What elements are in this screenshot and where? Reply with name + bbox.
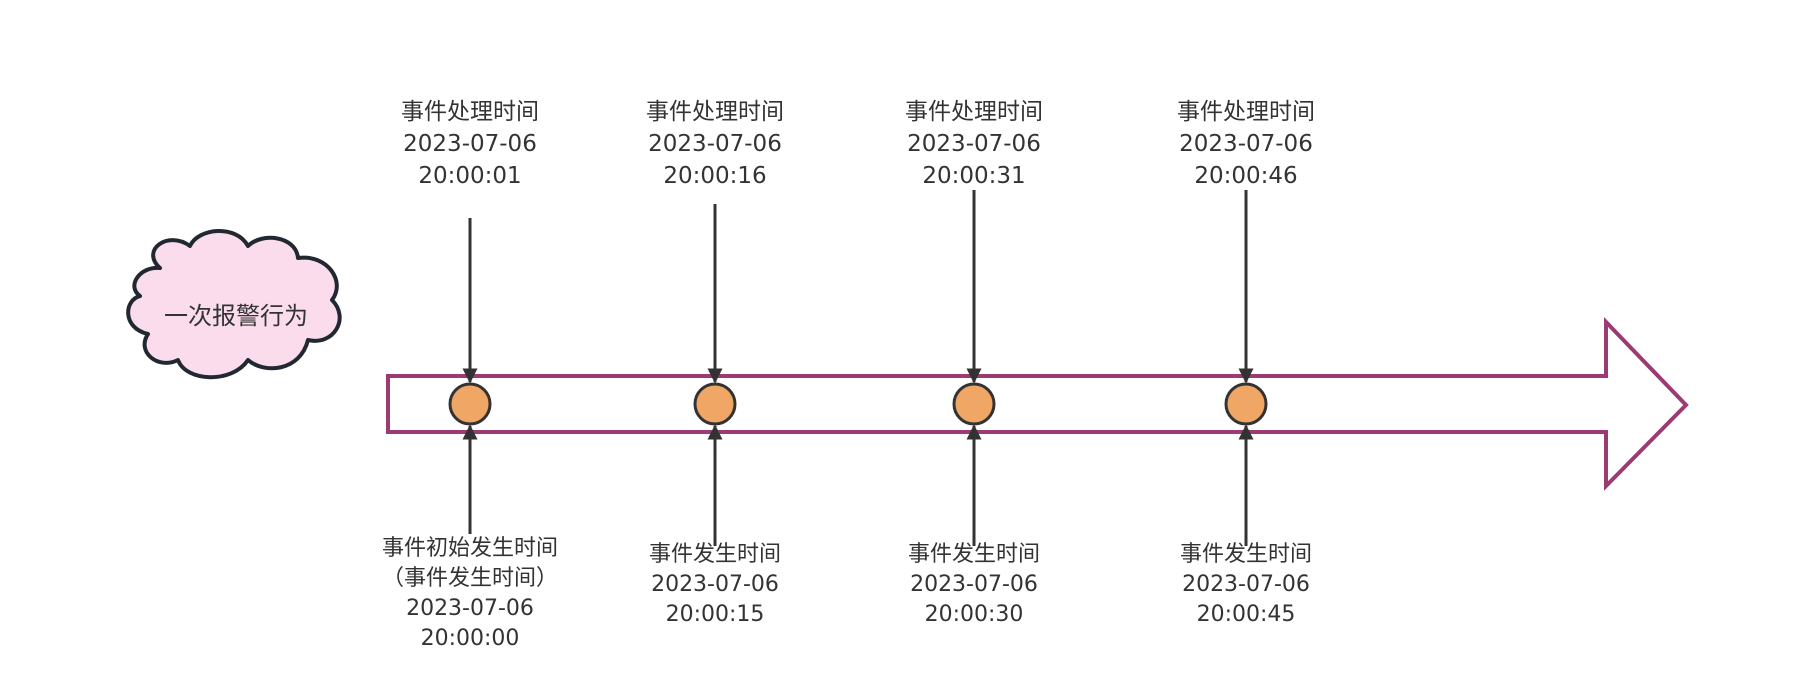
occurrence-date: 2023-07-06 bbox=[1182, 572, 1310, 597]
processing-time-label: 事件处理时间 2023-07-06 20:00:46 bbox=[1177, 96, 1315, 192]
processing-time-label: 事件处理时间 2023-07-06 20:00:16 bbox=[646, 96, 784, 192]
occurrence-time-label: 事件发生时间 2023-07-06 20:00:30 bbox=[908, 540, 1040, 630]
processing-time: 20:00:01 bbox=[418, 163, 522, 189]
processing-date: 2023-07-06 bbox=[648, 131, 782, 157]
occurrence-time: 20:00:30 bbox=[924, 602, 1024, 627]
event-marker bbox=[1224, 382, 1268, 426]
event-marker bbox=[952, 382, 996, 426]
occurrence-date: 2023-07-06 bbox=[651, 572, 779, 597]
occurrence-time: 20:00:00 bbox=[420, 626, 520, 651]
occurrence-time: 20:00:45 bbox=[1196, 602, 1296, 627]
occurrence-subtitle: （事件发生时间） bbox=[381, 566, 559, 591]
occurrence-title: 事件发生时间 bbox=[907, 542, 1041, 567]
occurrence-time-label: 事件发生时间 2023-07-06 20:00:15 bbox=[649, 540, 781, 630]
event-marker bbox=[693, 382, 737, 426]
processing-title: 事件处理时间 bbox=[905, 99, 1043, 125]
occurrence-date: 2023-07-06 bbox=[910, 572, 1038, 597]
processing-time: 20:00:16 bbox=[663, 163, 767, 189]
occurrence-time-label: 事件发生时间 2023-07-06 20:00:45 bbox=[1180, 540, 1312, 630]
occurrence-time-label: 事件初始发生时间 （事件发生时间） 2023-07-06 20:00:00 bbox=[382, 534, 558, 654]
occurrence-title: 事件发生时间 bbox=[1179, 542, 1313, 567]
occurrence-time: 20:00:15 bbox=[665, 602, 765, 627]
processing-title: 事件处理时间 bbox=[401, 99, 539, 125]
cloud-label: 一次报警行为 bbox=[164, 302, 308, 330]
occurrence-title: 事件发生时间 bbox=[648, 542, 782, 567]
processing-date: 2023-07-06 bbox=[907, 131, 1041, 157]
processing-date: 2023-07-06 bbox=[403, 131, 537, 157]
cloud-shape bbox=[126, 229, 342, 380]
event-marker bbox=[448, 382, 492, 426]
processing-time-label: 事件处理时间 2023-07-06 20:00:31 bbox=[905, 96, 1043, 192]
processing-title: 事件处理时间 bbox=[646, 99, 784, 125]
processing-title: 事件处理时间 bbox=[1177, 99, 1315, 125]
occurrence-title: 事件初始发生时间 bbox=[381, 536, 559, 561]
timeline-arrow bbox=[386, 317, 1689, 491]
processing-time: 20:00:46 bbox=[1194, 163, 1298, 189]
processing-date: 2023-07-06 bbox=[1179, 131, 1313, 157]
processing-time-label: 事件处理时间 2023-07-06 20:00:01 bbox=[401, 96, 539, 192]
processing-time: 20:00:31 bbox=[922, 163, 1026, 189]
occurrence-date: 2023-07-06 bbox=[406, 596, 534, 621]
